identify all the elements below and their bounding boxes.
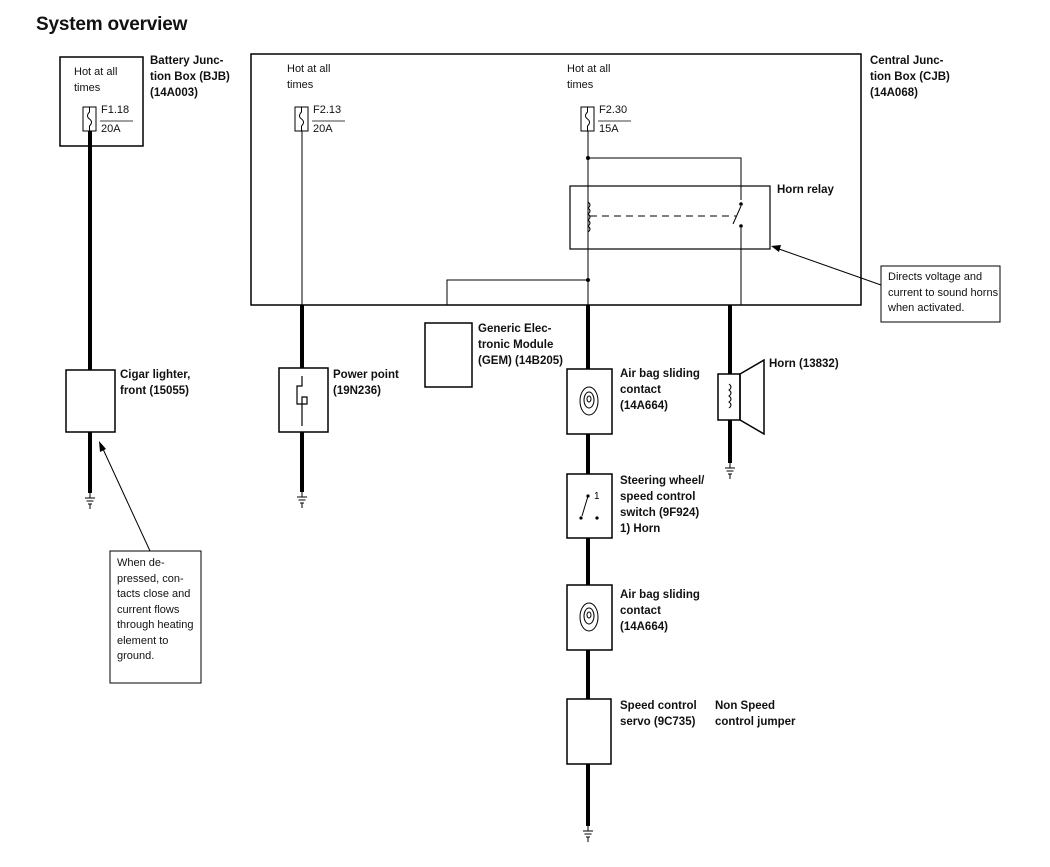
cjb-hot-label-1: Hot at all times	[287, 63, 331, 91]
cigar-callout-arrow	[99, 441, 151, 552]
horn-switch-icon	[579, 494, 599, 520]
battery-junction-box	[59, 56, 144, 147]
cigar-lighter-box	[65, 369, 116, 433]
cjb-label: Central Junc- tion Box (CJB) (14A068)	[870, 55, 950, 99]
horn-relay-label: Horn relay	[777, 184, 834, 196]
horn-icon	[717, 358, 765, 436]
power-point-element-icon	[296, 376, 308, 426]
ground-icon	[583, 826, 593, 842]
cigar-lighter-label: Cigar lighter, front (15055)	[120, 369, 191, 397]
relay-callout-text: Directs voltage and current to sound hor…	[888, 271, 999, 314]
fuse-f2-13-icon	[294, 106, 345, 132]
fuse-f1-18-icon	[82, 106, 133, 132]
ground-icon	[725, 463, 735, 479]
gem-box	[424, 322, 473, 388]
gem-label: Generic Elec- tronic Module (GEM) (14B20…	[478, 323, 563, 367]
cjb-fuse1-id: F2.13	[313, 104, 342, 116]
ground-icon	[85, 493, 95, 509]
horn-label: Horn (13832)	[769, 358, 839, 370]
relay-switch-blade	[732, 205, 742, 225]
speed-servo-label: Speed control servo (9C735)	[620, 700, 697, 728]
wire-gem-link	[446, 279, 588, 305]
power-point-label: Power point (19N236)	[333, 369, 399, 397]
clockspring-icon	[579, 386, 599, 416]
cigar-callout-text: When de- pressed, con- tacts close and c…	[117, 557, 194, 662]
cjb-fuse2-id: F2.30	[599, 104, 628, 116]
cjb-fuse2-amp: 15A	[599, 123, 619, 135]
bjb-hot-label: Hot at all times	[74, 66, 118, 94]
relay-callout-box	[880, 265, 1001, 323]
wire-f2-30-to-relay-switch	[588, 157, 742, 200]
airbag-contact-2-label: Air bag sliding contact (14A664)	[620, 589, 700, 633]
cjb-hot-label-2: Hot at all times	[567, 63, 611, 91]
central-junction-box	[250, 53, 862, 306]
power-point-box	[278, 367, 329, 433]
cjb-fuse1-amp: 20A	[313, 123, 333, 135]
page-title: System overview	[36, 14, 188, 35]
clockspring-icon	[579, 602, 599, 632]
relay-contact-dot	[739, 224, 743, 228]
bjb-fuse-amp: 20A	[101, 123, 121, 135]
steering-switch-label: Steering wheel/ speed control switch (9F…	[620, 475, 705, 535]
horn-relay-box	[569, 185, 771, 250]
relay-contact-dot	[739, 202, 743, 206]
bjb-label: Battery Junc- tion Box (BJB) (14A003)	[150, 55, 230, 99]
ground-icon	[297, 492, 307, 508]
switch-contact-number: 1	[594, 491, 600, 502]
bjb-fuse-id: F1.18	[101, 104, 130, 116]
speed-control-servo-box	[566, 698, 612, 765]
relay-coil-icon	[587, 201, 591, 233]
airbag-contact-1-label: Air bag sliding contact (14A664)	[620, 368, 700, 412]
cigar-callout-box	[109, 550, 202, 684]
non-speed-control-jumper-label: Non Speed control jumper	[715, 700, 796, 728]
steering-wheel-switch-box	[566, 473, 613, 539]
relay-callout-arrow	[771, 245, 882, 286]
